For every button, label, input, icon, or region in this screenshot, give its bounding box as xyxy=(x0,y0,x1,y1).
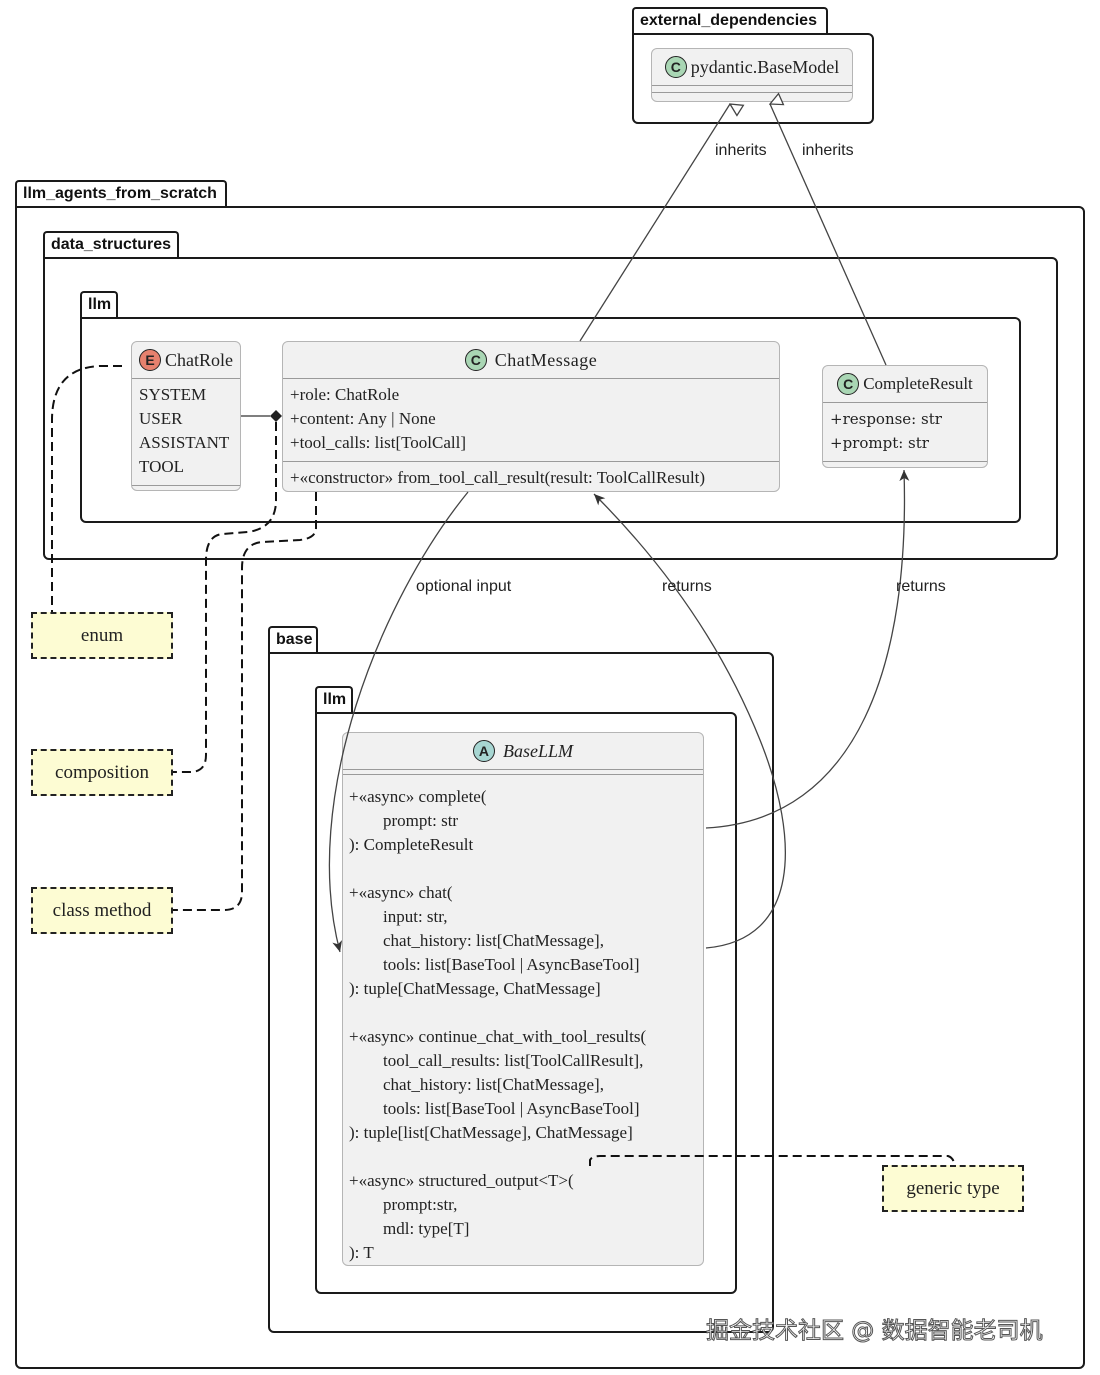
package-tab-base: base xyxy=(268,626,318,652)
method-line: +«async» structured_output<T>( xyxy=(349,1171,574,1190)
returns-edge-chat-message xyxy=(593,493,786,949)
class-name: ChatMessage xyxy=(494,349,598,370)
method-line: input: str, xyxy=(349,907,448,926)
package-tab-llm-agents-from-scratch: llm_agents_from_scratch xyxy=(15,180,227,206)
method-line: ): T xyxy=(349,1243,374,1262)
enum-value: SYSTEM xyxy=(139,385,207,404)
method-line: tools: list[BaseTool | AsyncBaseTool] xyxy=(349,1099,640,1118)
class-name: ChatRole xyxy=(165,349,233,370)
class-stereotype-icon: C xyxy=(664,56,687,78)
class-attribute: +response: str xyxy=(830,410,942,428)
package-base xyxy=(268,652,774,1333)
note-composition[interactable]: composition xyxy=(31,749,173,796)
package-data-structures xyxy=(43,257,1058,560)
enum-stereotype-icon: E xyxy=(139,349,161,371)
class-stereotype-icon: C xyxy=(837,373,860,395)
method-line: ): CompleteResult xyxy=(349,835,474,854)
note-class-method-connector xyxy=(173,492,317,911)
watermark: 掘金技术社区 @ 数据智能老司机 xyxy=(706,1318,1044,1345)
package-tab-external-dependencies: external_dependencies xyxy=(632,7,828,33)
abstract-stereotype-icon: A xyxy=(472,740,495,762)
class-chat-role[interactable]: E ChatRole SYSTEM USER ASSISTANT TOOL xyxy=(131,341,241,491)
inherits-edge-complete-result xyxy=(770,104,887,366)
note-composition-connector xyxy=(173,422,277,773)
method-line: prompt:str, xyxy=(349,1195,458,1214)
enum-value: ASSISTANT xyxy=(139,433,230,452)
package-data-llm xyxy=(80,317,1021,523)
method-line: tool_call_results: list[ToolCallResult], xyxy=(349,1051,644,1070)
method-line: +«async» chat( xyxy=(349,883,453,902)
edge-label-inherits: inherits xyxy=(715,142,767,159)
class-base-llm[interactable]: A BaseLLM +«async» complete( prompt: str… xyxy=(342,732,704,1266)
edge-label-optional-input: optional input xyxy=(416,578,512,595)
package-tab-data-structures: data_structures xyxy=(43,231,179,257)
enum-value: USER xyxy=(139,409,183,428)
enum-value: TOOL xyxy=(139,457,185,476)
method-line: prompt: str xyxy=(349,811,459,830)
inherits-edge-chat-message xyxy=(579,104,730,342)
class-attribute: +prompt: str xyxy=(830,434,929,452)
class-method: +«constructor» from_tool_call_result(res… xyxy=(290,468,706,487)
class-name: CompleteResult xyxy=(863,374,973,393)
note-class-method[interactable]: class method xyxy=(31,887,173,934)
method-line: chat_history: list[ChatMessage], xyxy=(349,931,604,950)
method-line: tools: list[BaseTool | AsyncBaseTool] xyxy=(349,955,640,974)
method-line: chat_history: list[ChatMessage], xyxy=(349,1075,604,1094)
class-stereotype-icon: C xyxy=(464,349,487,371)
class-attribute: +role: ChatRole xyxy=(290,385,400,404)
edge-label-returns: returns xyxy=(662,578,712,595)
method-line: +«async» complete( xyxy=(349,787,487,806)
composition-diamond-icon xyxy=(270,410,282,422)
package-external-dependencies xyxy=(632,33,874,124)
package-tab-data-llm: llm xyxy=(80,291,118,317)
method-line: ): tuple[list[ChatMessage], ChatMessage] xyxy=(349,1123,633,1142)
note-generic-type[interactable]: generic type xyxy=(882,1165,1024,1212)
edge-label-returns: returns xyxy=(896,578,946,595)
class-attribute: +tool_calls: list[ToolCall] xyxy=(290,433,467,452)
class-complete-result[interactable]: C CompleteResult +response: str +prompt:… xyxy=(822,365,988,468)
method-line: mdl: type[T] xyxy=(349,1219,470,1238)
package-base-llm xyxy=(315,712,737,1294)
package-tab-base-llm: llm xyxy=(315,686,353,712)
class-pydantic-basemodel[interactable]: C pydantic.BaseModel xyxy=(651,48,853,102)
edge-label-inherits: inherits xyxy=(802,142,854,159)
method-line: ): tuple[ChatMessage, ChatMessage] xyxy=(349,979,601,998)
method-line: +«async» continue_chat_with_tool_results… xyxy=(349,1027,647,1046)
note-enum-connector xyxy=(51,365,122,612)
note-generic-type-connector xyxy=(589,1155,955,1166)
package-llm-agents-from-scratch xyxy=(15,206,1085,1369)
returns-edge-complete-result xyxy=(705,469,910,829)
note-enum[interactable]: enum xyxy=(31,612,173,659)
class-attribute: +content: Any | None xyxy=(290,409,436,428)
class-name: pydantic.BaseModel xyxy=(690,56,840,77)
optional-input-edge xyxy=(328,491,469,953)
class-name: BaseLLM xyxy=(502,740,573,761)
class-chat-message[interactable]: C ChatMessage +role: ChatRole +content: … xyxy=(282,341,780,492)
